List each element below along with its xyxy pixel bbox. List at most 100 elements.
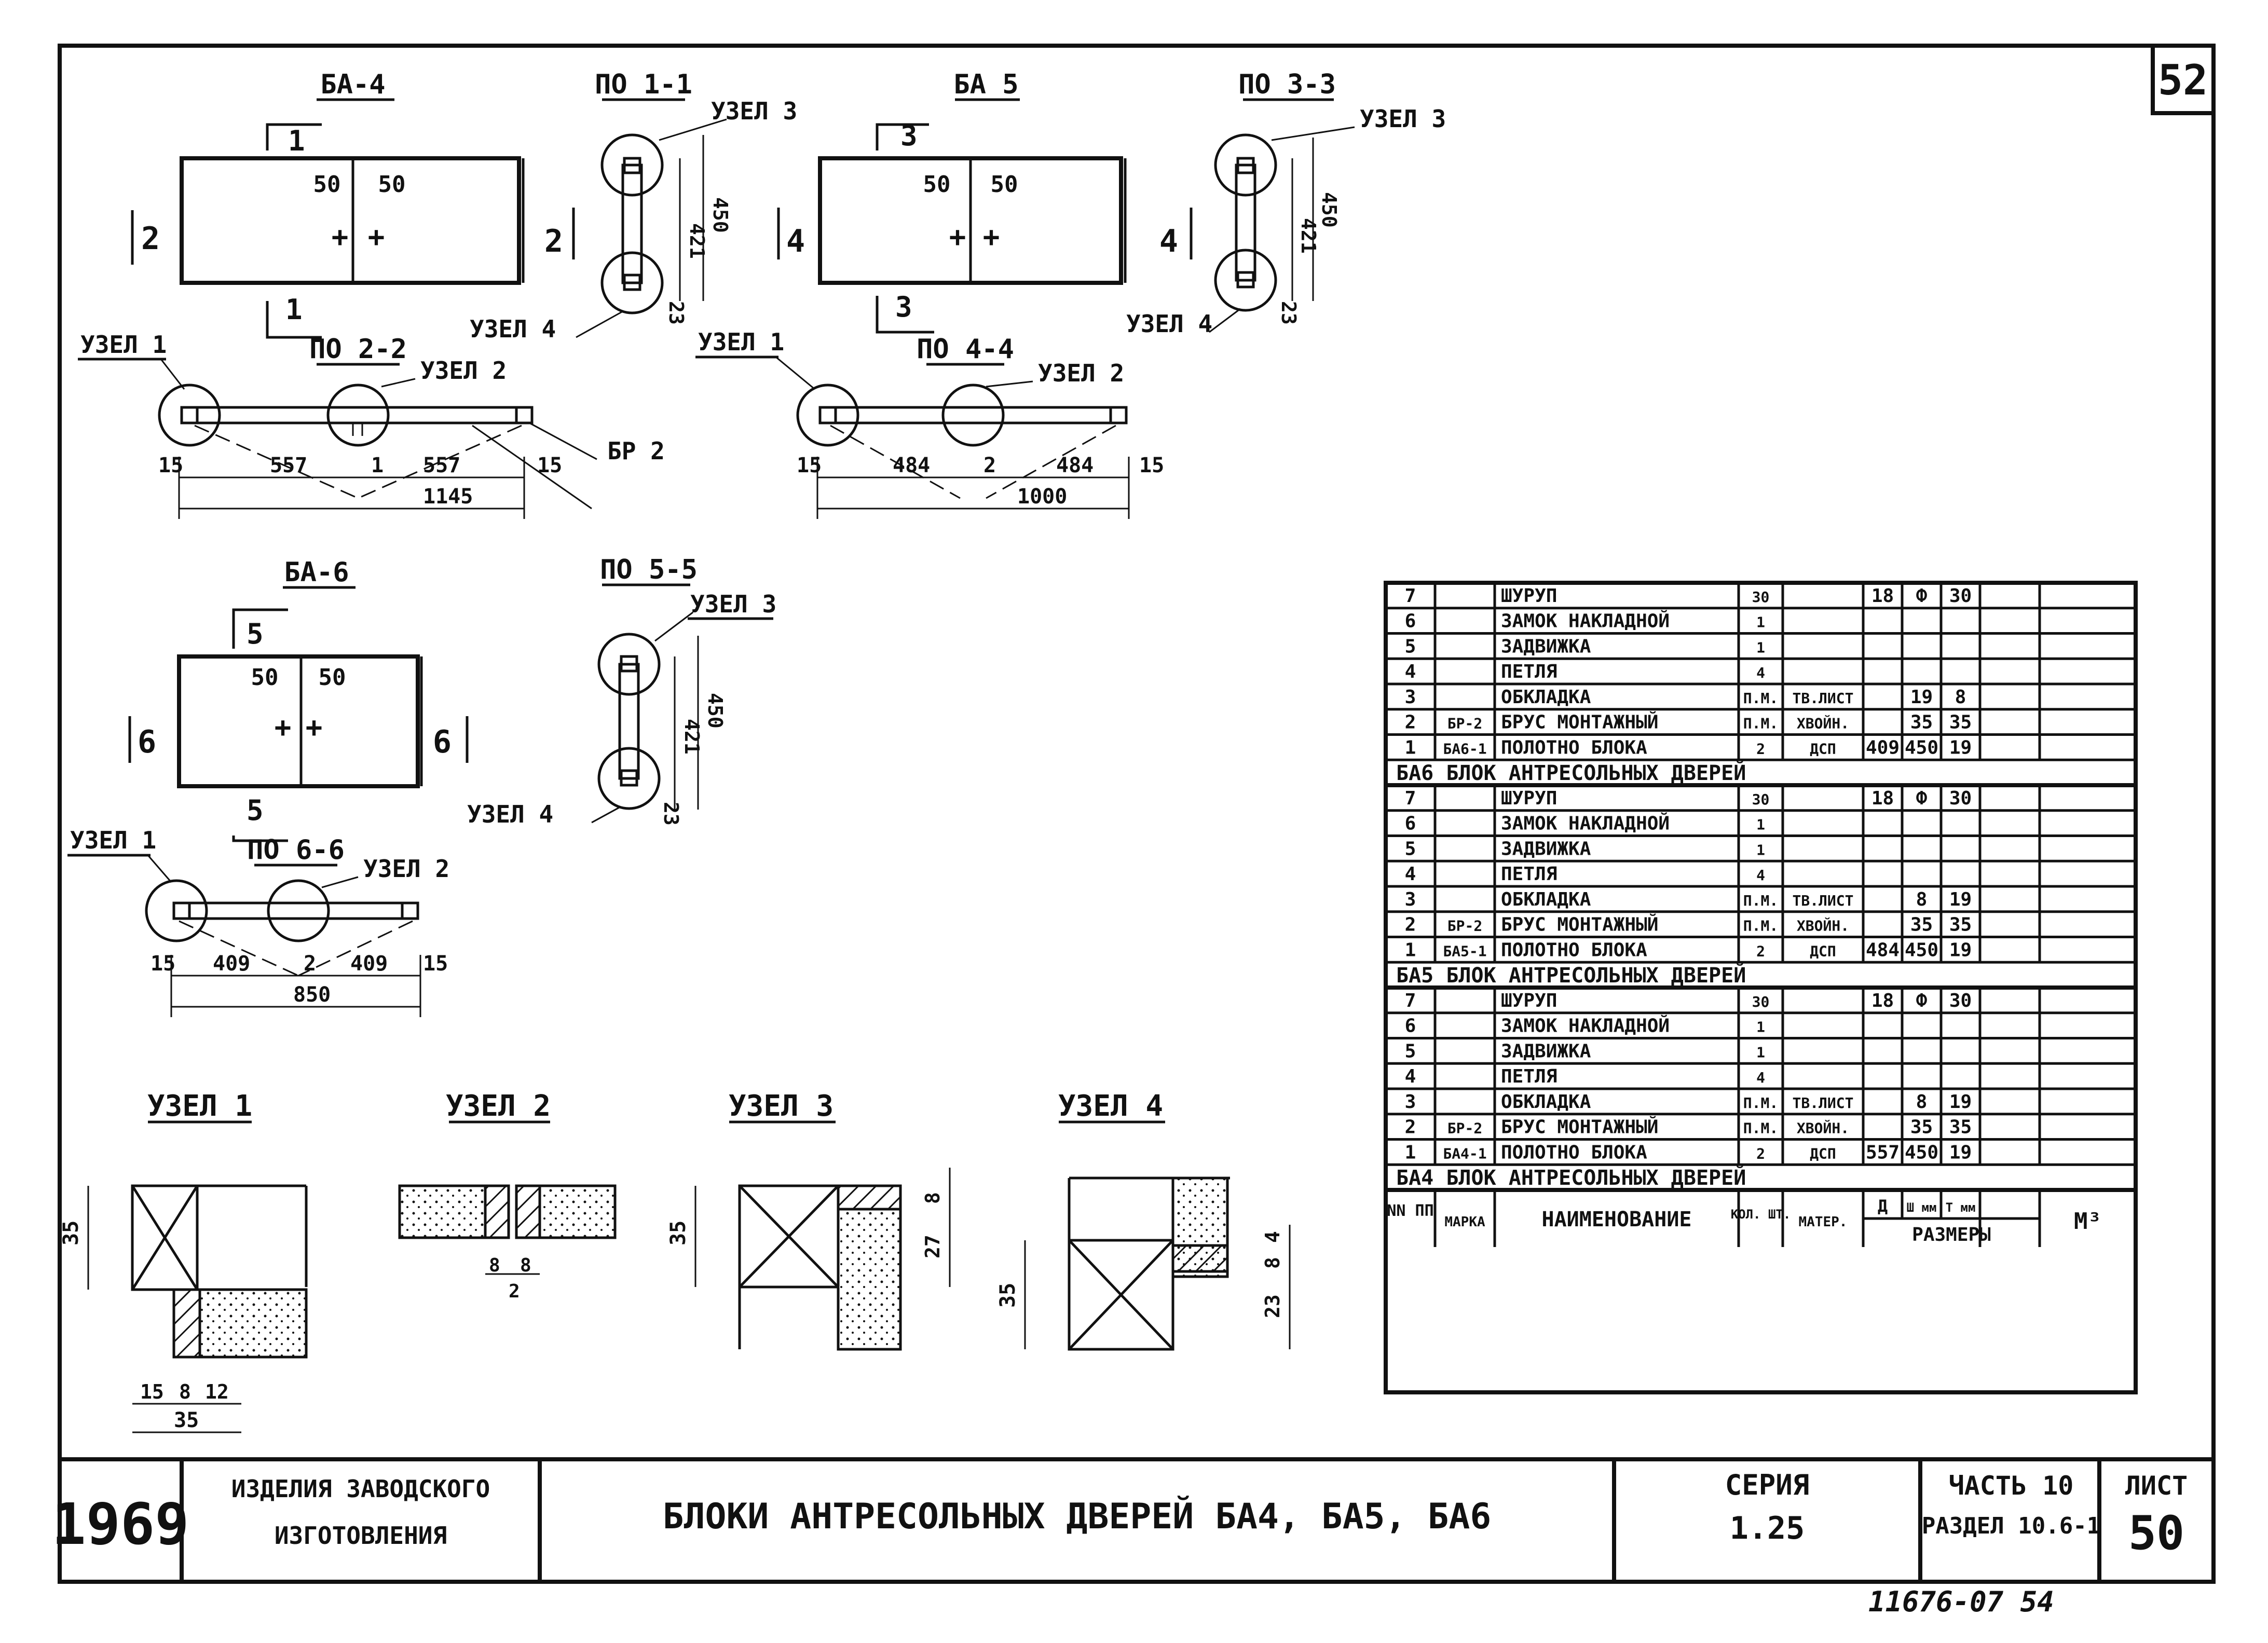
spec-head-d1: Д	[1878, 1196, 1888, 1216]
spec-cell-n: 1	[1405, 939, 1416, 961]
spec-cell-c: 8	[1955, 687, 1966, 708]
spec-cell-name: ЗАМОК НАКЛАДНОЙ	[1501, 1015, 1670, 1037]
spec-cell-mat: ДСП	[1810, 942, 1836, 960]
spec-cell-n: 3	[1405, 1091, 1416, 1113]
spec-cell-name: ШУРУП	[1501, 990, 1557, 1011]
spec-cell-c: 19	[1949, 939, 1972, 961]
spec-cell-name: ЗАДВИЖКА	[1501, 636, 1591, 657]
svg-text:27: 27	[921, 1235, 944, 1258]
spec-cell-b: Ф	[1916, 990, 1928, 1011]
svg-text:35: 35	[174, 1408, 199, 1432]
svg-text:+: +	[368, 221, 385, 253]
view-title: ПО 2-2	[309, 334, 407, 365]
svg-text:+: +	[949, 221, 966, 253]
spec-cell-n: 5	[1405, 838, 1416, 859]
svg-text:+: +	[983, 221, 1000, 253]
svg-text:15: 15	[537, 454, 562, 477]
svg-text:484: 484	[1056, 454, 1094, 477]
svg-text:850: 850	[293, 983, 331, 1007]
spec-cell-qty: 30	[1752, 588, 1770, 606]
svg-text:4: 4	[1261, 1231, 1284, 1243]
spec-cell-mark: БА5-1	[1443, 942, 1486, 960]
spec-cell-b: Ф	[1916, 585, 1928, 607]
svg-text:4: 4	[786, 223, 805, 259]
spec-cell-a: 409	[1866, 737, 1900, 758]
svg-text:50: 50	[991, 171, 1018, 198]
view-title: ПО 6-6	[247, 834, 345, 866]
svg-text:15: 15	[1139, 454, 1164, 477]
svg-text:50: 50	[378, 171, 406, 198]
spec-group-caption: БА4 БЛОК АНТРЕСОЛЬНЫХ ДВЕРЕЙ	[1396, 1165, 1746, 1190]
spec-cell-name: ЗАДВИЖКА	[1501, 838, 1591, 859]
spec-cell-name: ПЕТЛЯ	[1501, 1066, 1557, 1087]
svg-text:2: 2	[544, 223, 563, 259]
spec-head-mark: МАРКА	[1444, 1214, 1485, 1230]
svg-text:+: +	[275, 711, 292, 744]
spec-cell-mat: ХВОЙН.	[1797, 1119, 1849, 1137]
svg-text:8: 8	[1261, 1257, 1284, 1269]
spec-cell-name: ОБКЛАДКА	[1501, 889, 1591, 910]
spec-cell-name: ПОЛОТНО БЛОКА	[1501, 1142, 1647, 1163]
svg-text:8: 8	[489, 1255, 500, 1276]
spec-cell-c: 19	[1949, 889, 1972, 910]
spec-cell-qty: 1	[1756, 1019, 1765, 1036]
spec-cell-mat: ДСП	[1810, 740, 1836, 757]
svg-text:557: 557	[423, 454, 460, 477]
org-line1: ИЗДЕЛИЯ ЗАВОДСКОГО	[231, 1475, 490, 1503]
sheet-frame	[58, 44, 2216, 1584]
spec-cell-n: 2	[1405, 1117, 1416, 1138]
spec-cell-c: 19	[1949, 737, 1972, 758]
part-label: ЧАСТЬ 10	[1949, 1471, 2074, 1501]
svg-text:421: 421	[686, 223, 708, 259]
svg-text:12: 12	[205, 1380, 229, 1403]
spec-cell-n: 7	[1405, 788, 1416, 809]
svg-text:35: 35	[996, 1283, 1020, 1308]
section-3-3: ПО 3-3 УЗЕЛ 3 УЗЕЛ 4 421 450 23 4	[1126, 69, 1446, 338]
section-1-1: ПО 1-1 УЗЕЛ 3 УЗЕЛ 4 421 450 23 2	[470, 69, 797, 343]
bottom-note: 11676-07 54	[1868, 1585, 2054, 1618]
svg-text:450: 450	[709, 197, 732, 233]
svg-text:2: 2	[141, 221, 160, 257]
svg-text:50: 50	[313, 171, 341, 198]
spec-cell-n: 6	[1405, 813, 1416, 834]
svg-text:УЗЕЛ 1: УЗЕЛ 1	[698, 328, 784, 356]
svg-text:УЗЕЛ 2: УЗЕЛ 2	[420, 357, 507, 385]
svg-text:484: 484	[893, 454, 930, 477]
spec-group-caption: БА6 БЛОК АНТРЕСОЛЬНЫХ ДВЕРЕЙ	[1396, 760, 1746, 785]
svg-text:3: 3	[900, 119, 918, 152]
view-title: БА-6	[284, 557, 349, 588]
spec-head-mat: МАТЕР.	[1799, 1214, 1848, 1230]
view-ba4: БА-4 50 50 + + 1 1 2	[131, 69, 525, 339]
spec-cell-c: 30	[1949, 585, 1972, 607]
spec-cell-name: ПЕТЛЯ	[1501, 864, 1557, 885]
spec-cell-n: 5	[1405, 636, 1416, 657]
svg-text:23: 23	[1277, 301, 1300, 325]
series-value: 1.25	[1730, 1510, 1805, 1546]
svg-text:5: 5	[247, 618, 264, 650]
spec-cell-c: 35	[1949, 914, 1972, 936]
spec-cell-b: 35	[1910, 712, 1933, 733]
spec-cell-qty: 1	[1756, 841, 1765, 858]
spec-head-qty: КОЛ. ШТ.	[1731, 1207, 1791, 1222]
spec-head-d2: Ш мм	[1907, 1200, 1937, 1215]
view-title: БА 5	[953, 69, 1018, 100]
spec-cell-n: 4	[1405, 661, 1416, 682]
spec-cell-qty: П.М.	[1743, 918, 1778, 935]
view-title: ПО 3-3	[1238, 69, 1336, 100]
svg-text:1145: 1145	[423, 485, 473, 509]
title-block: 1969 ИЗДЕЛИЯ ЗАВОДСКОГО ИЗГОТОВЛЕНИЯ БЛО…	[52, 1457, 2214, 1582]
spec-cell-mat: ДСП	[1810, 1145, 1836, 1162]
spec-cell-mark: БР-2	[1447, 1120, 1482, 1137]
spec-cell-qty: 2	[1756, 740, 1765, 757]
spec-cell-mat: ХВОЙН.	[1797, 917, 1849, 935]
spec-cell-qty: П.М.	[1743, 1094, 1778, 1112]
spec-cell-b: 450	[1905, 1142, 1938, 1163]
sheet-number: 52	[2158, 56, 2208, 104]
svg-text:35: 35	[666, 1221, 690, 1245]
svg-text:15: 15	[797, 454, 822, 477]
svg-text:2: 2	[509, 1281, 520, 1302]
spec-cell-b: 19	[1910, 687, 1933, 708]
svg-text:УЗЕЛ 1: УЗЕЛ 1	[70, 826, 156, 854]
spec-cell-name: ШУРУП	[1501, 788, 1557, 809]
